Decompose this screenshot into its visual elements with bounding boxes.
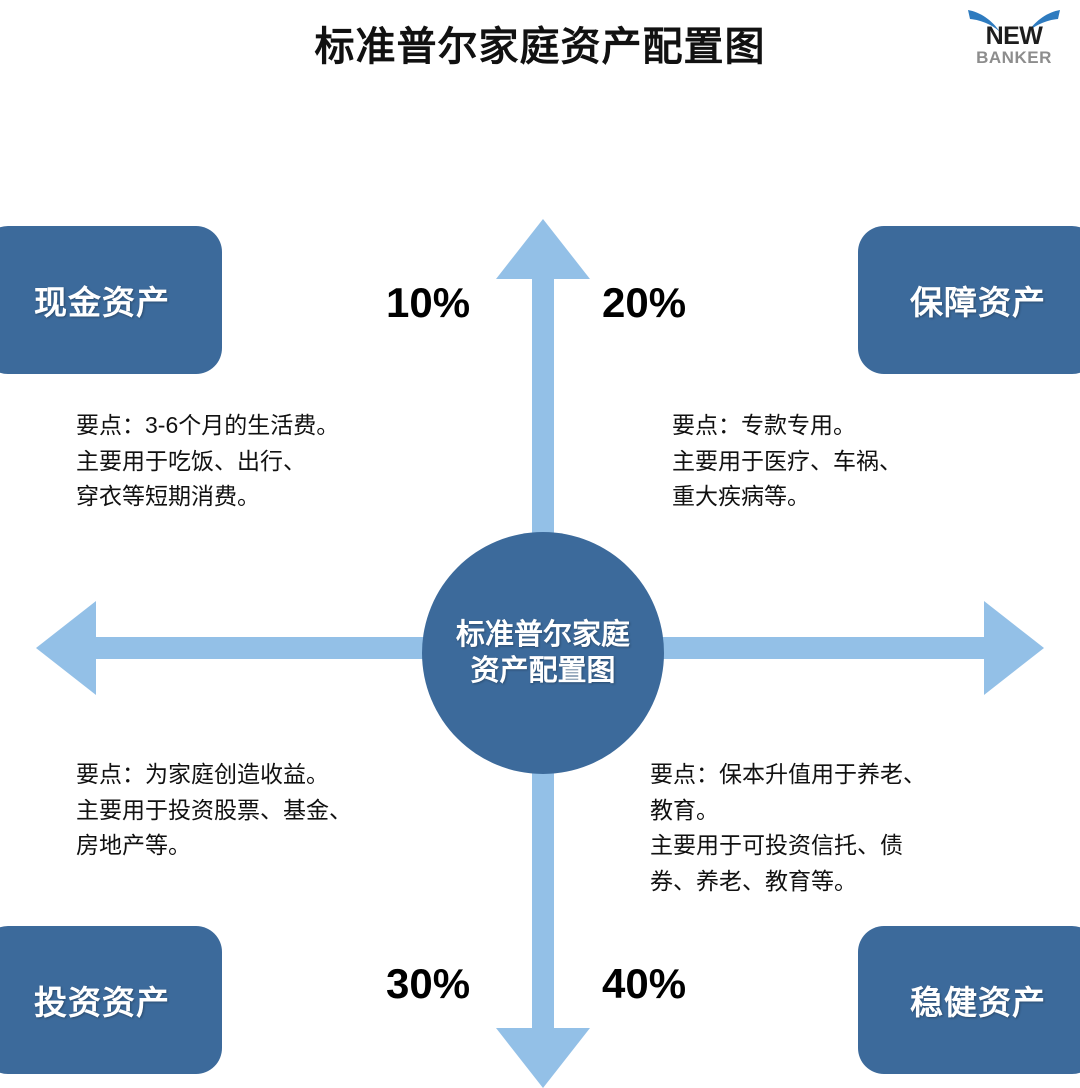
description-steady: 要点：保本升值用于养老、 教育。 主要用于可投资信托、债 券、养老、教育等。 — [650, 761, 926, 894]
axis-shaft-horizontal-right — [655, 637, 995, 659]
brand-logo: NEW BANKER — [966, 4, 1062, 84]
center-circle: 标准普尔家庭 资产配置图 — [422, 532, 664, 774]
category-box-investment[interactable]: 投资资产 — [0, 926, 222, 1074]
page-title: 标准普尔家庭资产配置图 — [314, 25, 766, 69]
logo-text-new: NEW — [985, 22, 1043, 50]
percent-label-protection: 20% — [602, 279, 687, 326]
description-cash: 要点：3-6个月的生活费。 主要用于吃饭、出行、 穿衣等短期消费。 — [76, 412, 340, 510]
arrow-up-icon — [496, 219, 590, 279]
axis-shaft-vertical-top — [532, 270, 554, 535]
percent-label-cash: 10% — [386, 279, 471, 326]
logo-horns-icon — [968, 10, 1060, 32]
percent-label-investment: 30% — [386, 960, 471, 1007]
category-box-protection[interactable]: 保障资产 — [858, 226, 1080, 374]
description-investment: 要点：为家庭创造收益。 主要用于投资股票、基金、 房地产等。 — [76, 761, 352, 859]
axis-shaft-vertical-bottom — [532, 770, 554, 1032]
arrow-down-icon — [496, 1028, 590, 1088]
logo-text-banker: BANKER — [976, 48, 1052, 67]
center-circle-line1: 标准普尔家庭 — [455, 618, 630, 651]
arrow-left-icon — [36, 601, 96, 695]
category-box-cash[interactable]: 现金资产 — [0, 226, 222, 374]
description-protection: 要点：专款专用。 主要用于医疗、车祸、 重大疾病等。 — [672, 412, 902, 510]
arrow-right-icon — [984, 601, 1044, 695]
center-circle-line2: 资产配置图 — [470, 655, 616, 687]
percent-label-steady: 40% — [602, 960, 687, 1007]
axis-shaft-horizontal-left — [84, 637, 429, 659]
category-box-steady[interactable]: 稳健资产 — [858, 926, 1080, 1074]
